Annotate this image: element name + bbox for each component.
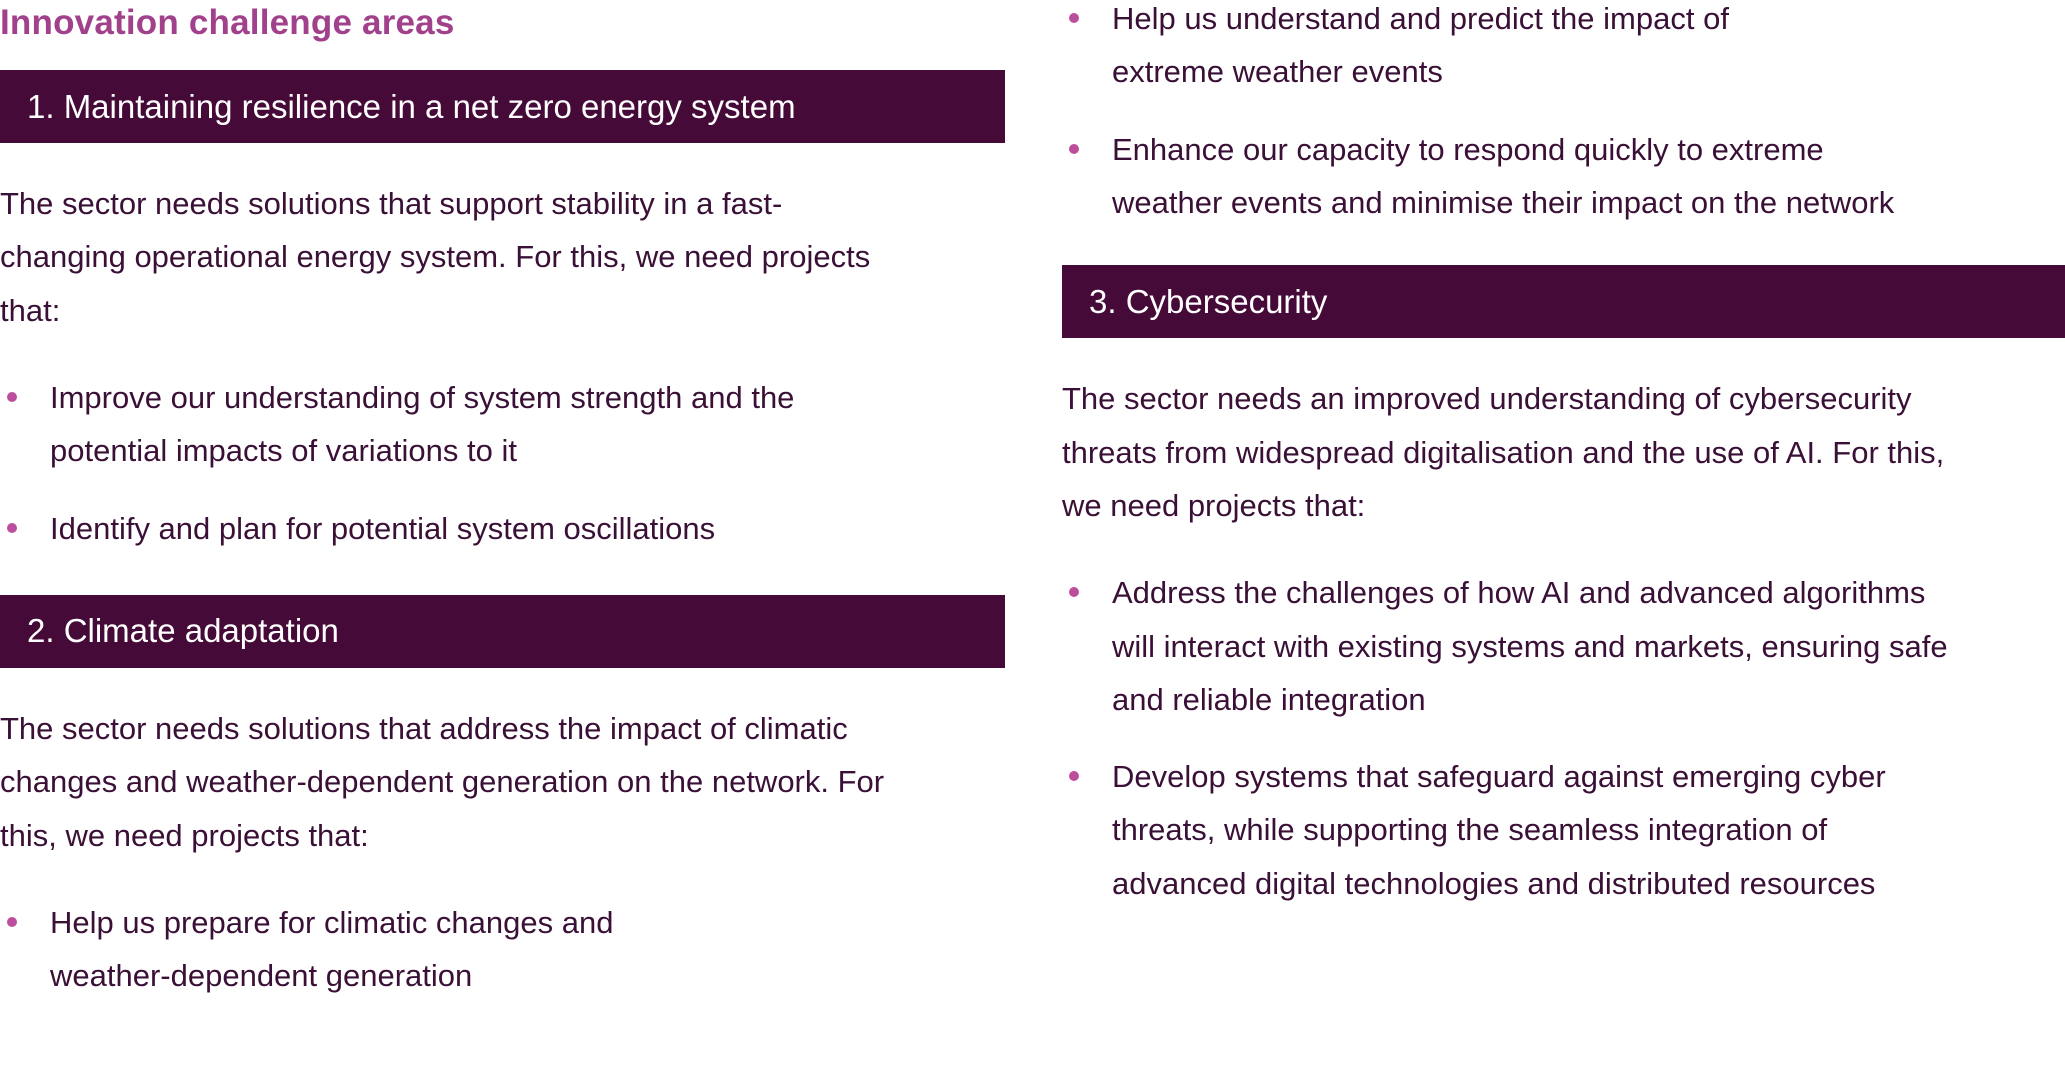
bullet-icon bbox=[7, 391, 17, 402]
page-title: Innovation challenge areas bbox=[0, 3, 455, 42]
section-3-bullet-list: Address the challenges of how AI and adv… bbox=[1062, 566, 2065, 910]
bullet-text: Help us understand and predict the impac… bbox=[1112, 1, 1729, 90]
bullet-icon bbox=[1069, 13, 1079, 23]
section-1-bullet-list: Improve our understanding of system stre… bbox=[0, 371, 1005, 555]
section-3-intro: The sector needs an improved understandi… bbox=[1062, 381, 1945, 523]
right-column: Help us understand and predict the impac… bbox=[1062, 0, 2065, 934]
bullet-item: Help us understand and predict the impac… bbox=[1062, 0, 2065, 99]
bullet-icon bbox=[7, 522, 17, 533]
bullet-text: Enhance our capacity to respond quickly … bbox=[1112, 131, 1895, 220]
bullet-item: Develop systems that safeguard against e… bbox=[1062, 750, 2065, 910]
bullet-item: Identify and plan for potential system o… bbox=[0, 502, 1005, 555]
section-1-heading: 1. Maintaining resilience in a net zero … bbox=[27, 87, 796, 125]
bullet-text: Improve our understanding of system stre… bbox=[50, 379, 795, 469]
section-3-banner: 3. Cybersecurity bbox=[1062, 265, 2065, 339]
bullet-text: Address the challenges of how AI and adv… bbox=[1112, 575, 1948, 717]
section-2-banner: 2. Climate adaptation bbox=[0, 594, 1005, 668]
bullet-item: Help us prepare for climatic changes and… bbox=[0, 896, 1005, 1003]
left-column: Innovation challenge areas 1. Maintainin… bbox=[0, 0, 1005, 1026]
section-2-bullet-list: Help us prepare for climatic changes and… bbox=[0, 896, 1005, 1003]
section-3-heading: 3. Cybersecurity bbox=[1089, 282, 1328, 320]
bullet-icon bbox=[1069, 143, 1079, 154]
bullet-text: Help us prepare for climatic changes and… bbox=[50, 904, 614, 994]
bullet-icon bbox=[7, 916, 17, 927]
section-2-intro: The sector needs solutions that address … bbox=[0, 710, 885, 853]
section-1-banner: 1. Maintaining resilience in a net zero … bbox=[0, 70, 1005, 143]
bullet-text: Develop systems that safeguard against e… bbox=[1112, 759, 1886, 901]
bullet-icon bbox=[1069, 771, 1079, 782]
bullet-icon bbox=[1069, 587, 1079, 598]
bullet-text: Identify and plan for potential system o… bbox=[50, 510, 716, 546]
section-2-heading: 2. Climate adaptation bbox=[27, 612, 339, 650]
bullet-item: Enhance our capacity to respond quickly … bbox=[1062, 123, 2065, 230]
section-2-bullet-list-continued: Help us understand and predict the impac… bbox=[1062, 0, 2065, 229]
bullet-item: Improve our understanding of system stre… bbox=[0, 371, 1005, 478]
section-1-intro: The sector needs solutions that support … bbox=[0, 186, 871, 328]
bullet-item: Address the challenges of how AI and adv… bbox=[1062, 566, 2065, 726]
